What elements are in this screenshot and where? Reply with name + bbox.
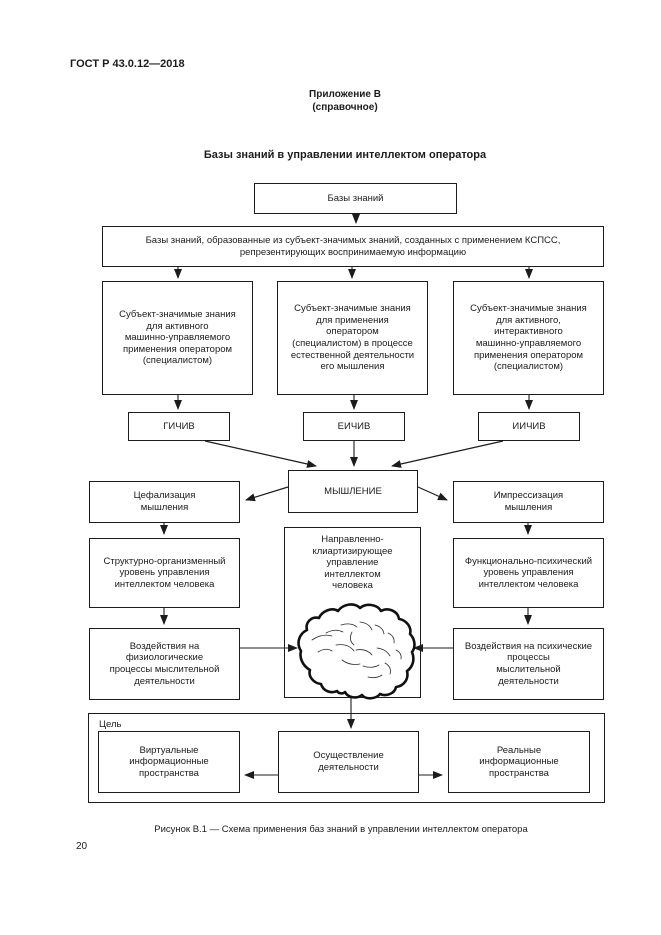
- node-knowledge-bases: Базы знаний: [254, 183, 457, 214]
- node-directed-control: Направленно- клиартизирующее управление …: [284, 527, 421, 698]
- node-physiological-impacts: Воздействия на физиологические процессы …: [89, 628, 240, 700]
- node-structural-level: Структурно-организменный уровень управле…: [89, 538, 240, 608]
- node-label: Субъект-значимые знания для активного, и…: [470, 303, 587, 373]
- annex-note: (справочное): [312, 102, 378, 113]
- node-eichiv: ЕИЧИВ: [303, 412, 405, 441]
- node-label: Базы знаний, образованные из субъект-зна…: [145, 234, 561, 258]
- node-label: Субъект-значимые знания для применения о…: [290, 303, 415, 373]
- node-label: Воздействия на психические процессы мысл…: [464, 640, 593, 687]
- node-gichiv: ГИЧИВ: [128, 412, 230, 441]
- node-label: ИИЧИВ: [512, 420, 546, 432]
- node-label: Осуществление деятельности: [313, 750, 384, 773]
- node-cephalization: Цефализация мышления: [89, 481, 240, 523]
- node-real-spaces: Реальные информационные пространства: [448, 731, 590, 793]
- node-label: Импрессизация мышления: [493, 490, 564, 513]
- goal-label: Цель: [99, 719, 122, 730]
- node-label: Воздействия на физиологические процессы …: [109, 640, 220, 687]
- page-number: 20: [76, 841, 88, 852]
- document-title: Базы знаний в управлении интеллектом опе…: [203, 149, 487, 161]
- node-label: МЫШЛЕНИЕ: [324, 485, 382, 497]
- node-active-machine-knowledge: Субъект-значимые знания для активного ма…: [102, 281, 253, 395]
- node-label: ГИЧИВ: [163, 420, 195, 432]
- node-natural-activity-knowledge: Субъект-значимые знания для применения о…: [277, 281, 428, 395]
- node-activity-realization: Осуществление деятельности: [278, 731, 419, 793]
- node-impressization: Импрессизация мышления: [453, 481, 604, 523]
- node-label: Функционально-психический уровень управл…: [464, 555, 593, 590]
- node-label: Направленно- клиартизирующее управление …: [312, 534, 393, 592]
- node-kb-formed: Базы знаний, образованные из субъект-зна…: [102, 226, 604, 267]
- node-label: Цефализация мышления: [133, 490, 196, 513]
- node-interactive-machine-knowledge: Субъект-значимые знания для активного, и…: [453, 281, 604, 395]
- node-label: Виртуальные информационные пространства: [129, 744, 209, 779]
- figure-caption: Рисунок В.1 — Схема применения баз знани…: [154, 824, 528, 835]
- node-label: ЕИЧИВ: [337, 420, 371, 432]
- node-iichiv: ИИЧИВ: [478, 412, 580, 441]
- node-thinking: МЫШЛЕНИЕ: [288, 470, 418, 513]
- node-label: Реальные информационные пространства: [479, 744, 559, 779]
- node-label: Структурно-организменный уровень управле…: [103, 555, 226, 590]
- node-functional-level: Функционально-психический уровень управл…: [453, 538, 604, 608]
- node-virtual-spaces: Виртуальные информационные пространства: [98, 731, 240, 793]
- annex-title: Приложение В: [309, 89, 381, 100]
- annex-heading: Приложение В (справочное): [85, 88, 605, 114]
- node-psychic-impacts: Воздействия на психические процессы мысл…: [453, 628, 604, 700]
- doc-number: ГОСТ Р 43.0.12—2018: [70, 58, 185, 70]
- node-label: Базы знаний: [327, 192, 384, 204]
- node-label: Субъект-значимые знания для активного ма…: [119, 309, 236, 367]
